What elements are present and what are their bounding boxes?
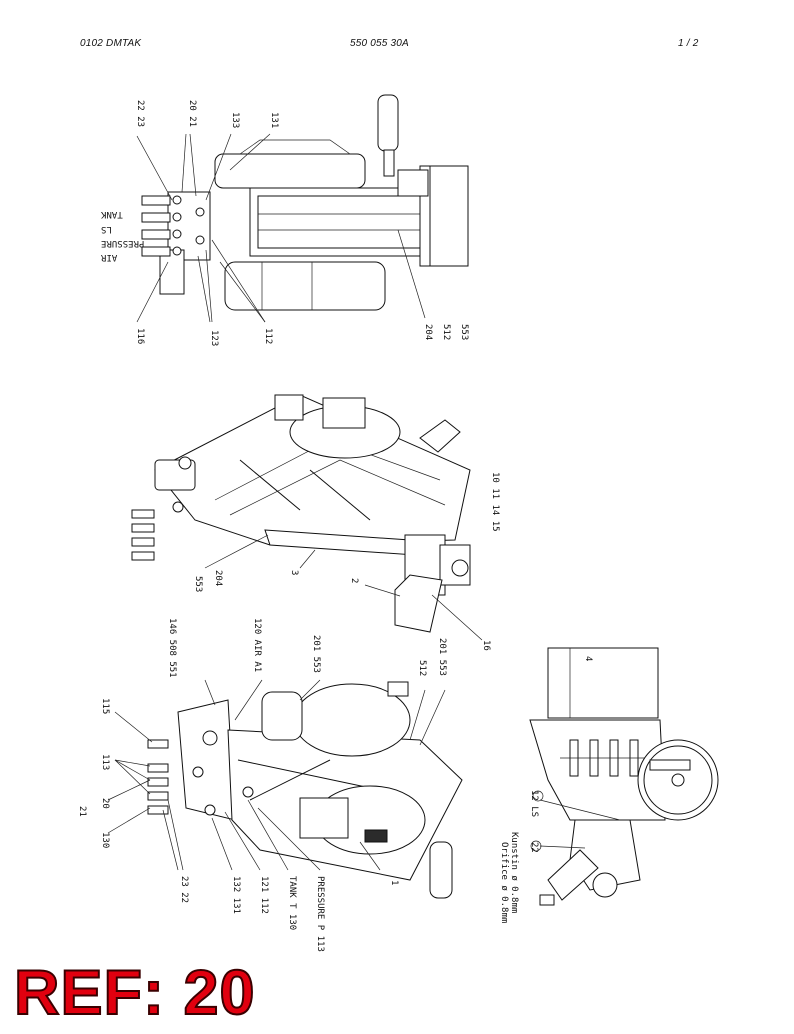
view1-port-air: AIR: [100, 252, 117, 262]
view3-label-120-air-a1: 120 AIR A1: [252, 618, 262, 672]
view2-label-10-11-14-15: 10 11 14 15: [490, 472, 500, 532]
header-page-number: 1 / 2: [678, 38, 699, 49]
view3-label-115: 115: [100, 698, 110, 714]
view2-label-2: 2: [349, 578, 359, 583]
view1-port-ls: LS: [101, 224, 112, 234]
view1-label-123: 123: [209, 330, 219, 346]
view1-label-131: 131: [269, 112, 279, 128]
reference-stamp: REF: 20: [13, 958, 256, 1028]
view1-label-553: 553: [459, 324, 469, 340]
view3-label-121-112: 121 112: [259, 876, 269, 914]
view-4-assembly: Orifice ø 0.8mm Kunstin ø 0.8mm 12 LS 22…: [499, 647, 719, 923]
view1-port-pressure: PRESSURE: [101, 238, 144, 248]
view3-label-201-553: 201 553: [437, 638, 447, 676]
view1-label-133: 133: [230, 112, 240, 128]
view3-label-20: 20: [100, 798, 110, 809]
view1-label-116: 116: [135, 328, 145, 344]
view3-label-201-553-top: 201 553: [311, 635, 321, 673]
view3-label-pressure-p-113: PRESSURE P 113: [315, 876, 325, 952]
view3-label-512: 512: [417, 660, 427, 676]
view-1-assembly: 22 23 20 21 133 131 TANK LS PRESSURE AIR…: [100, 94, 469, 346]
view4-label-orifice: Orifice ø 0.8mm: [499, 842, 509, 923]
view1-label-512: 512: [441, 324, 451, 340]
view3-label-1: 1: [389, 880, 399, 885]
header-part-number: 550 055 30A: [350, 38, 409, 49]
view4-label-22: 22: [529, 842, 539, 853]
view4-label-kunstin: Kunstin ø 0.8mm: [509, 832, 519, 913]
view1-label-112: 112: [263, 328, 273, 344]
view2-label-3: 3: [289, 570, 299, 575]
view2-label-204: 204: [213, 570, 223, 586]
view4-label-4: 4: [583, 656, 593, 661]
view1-label-204: 204: [423, 324, 433, 340]
view3-label-132-131: 132 131: [231, 876, 241, 914]
view2-label-553: 553: [193, 576, 203, 592]
view4-label-12-ls: 12 LS: [529, 790, 539, 817]
view3-label-146-508-551: 146 508 551: [167, 618, 177, 678]
view-3-assembly: 115 113 20 130 21 23 22 132 131 121 112 …: [77, 618, 463, 952]
view1-label-20-21: 20 21: [187, 100, 197, 127]
view3-label-113: 113: [100, 754, 110, 770]
view2-label-16: 16: [481, 640, 491, 651]
view3-label-23-22: 23 22: [179, 876, 189, 903]
view1-label-22-23: 22 23: [135, 100, 145, 127]
view-2-assembly: 553 204 3 2 16 10 11 14 15: [131, 394, 500, 651]
view3-label-21: 21: [77, 806, 87, 817]
view1-port-tank: TANK: [100, 209, 122, 219]
header-document-code: 0102 DMTAK: [80, 38, 142, 49]
view3-label-tank-t-130: TANK T 130: [287, 876, 297, 930]
view3-label-130: 130: [100, 832, 110, 848]
